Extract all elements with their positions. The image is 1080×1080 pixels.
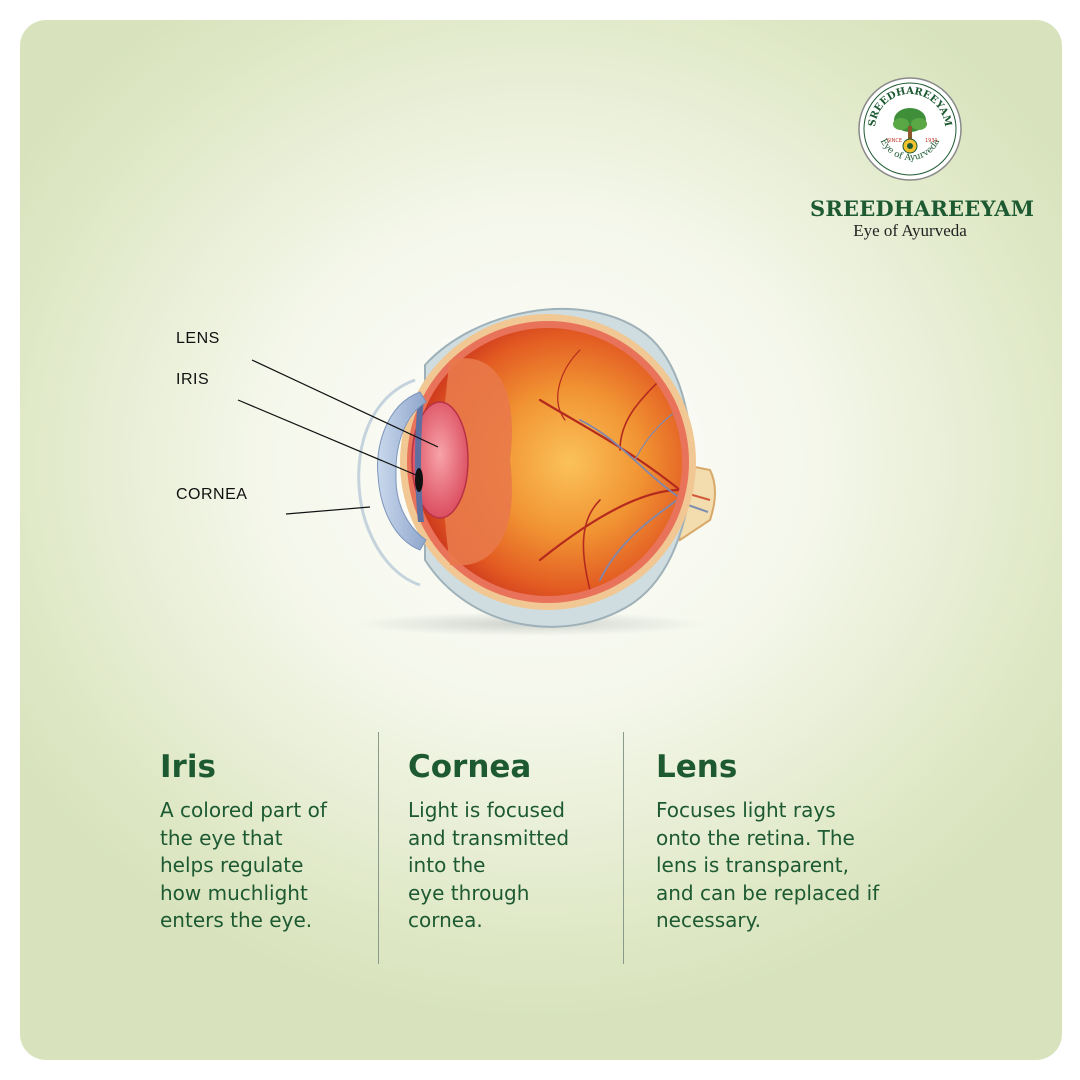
info-cornea: Cornea Light is focused and transmitted … bbox=[408, 749, 618, 935]
info-lens: Lens Focuses light rays onto the retina.… bbox=[656, 749, 946, 935]
cornea-shape bbox=[377, 391, 427, 551]
pupil-shape bbox=[415, 468, 423, 492]
iris-shape bbox=[415, 398, 424, 522]
label-iris: IRIS bbox=[176, 371, 210, 388]
label-cornea: CORNEA bbox=[176, 486, 248, 503]
info-cornea-text: Light is focused and transmitted into th… bbox=[408, 798, 570, 932]
info-cornea-title: Cornea bbox=[408, 749, 532, 785]
eye-anatomy-diagram bbox=[237, 307, 716, 636]
info-iris: Iris A colored part of the eye that help… bbox=[160, 749, 370, 935]
info-lens-text: Focuses light rays onto the retina. The … bbox=[656, 798, 880, 932]
column-divider bbox=[378, 732, 379, 964]
poster-card: SREEDHAREEYAM Eye of Ayurveda SINCE 1931… bbox=[20, 20, 1062, 1060]
info-lens-title: Lens bbox=[656, 749, 738, 785]
column-divider bbox=[623, 732, 624, 964]
brand-tagline: Eye of Ayurveda bbox=[853, 221, 967, 240]
brand-seal-logo: SREEDHAREEYAM Eye of Ayurveda SINCE 1931 bbox=[858, 77, 962, 181]
lens-leader-line bbox=[251, 359, 439, 448]
ciliary-body bbox=[442, 358, 512, 566]
info-iris-title: Iris bbox=[160, 749, 216, 785]
brand-name: SREEDHAREEYAM bbox=[810, 196, 1035, 221]
info-iris-text: A colored part of the eye that helps reg… bbox=[160, 798, 327, 932]
lens-shape bbox=[411, 401, 469, 519]
seal-since: SINCE bbox=[887, 138, 902, 144]
iris-leader-line bbox=[237, 399, 417, 476]
cornea-leader-line bbox=[285, 506, 371, 515]
brand-block: SREEDHAREEYAM Eye of Ayurveda SINCE 1931… bbox=[810, 76, 1035, 241]
label-lens: LENS bbox=[176, 330, 220, 347]
seal-year: 1931 bbox=[925, 138, 938, 144]
retinal-vessels bbox=[538, 349, 682, 591]
